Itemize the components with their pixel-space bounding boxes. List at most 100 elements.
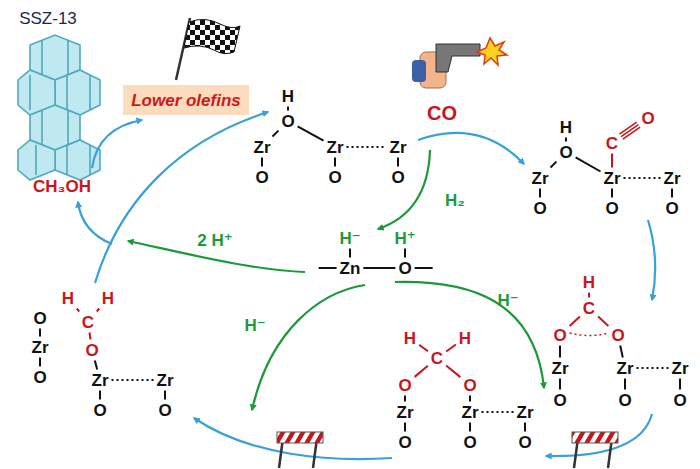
zeolite-cage <box>18 35 100 180</box>
bond-line <box>112 379 154 381</box>
atom-symbol: O <box>281 113 294 130</box>
atom-symbol: O <box>391 169 404 186</box>
bond-line <box>404 423 406 432</box>
atom-symbol: O <box>398 377 411 394</box>
atom-symbol: Zr <box>532 170 549 187</box>
atom-symbol: O <box>559 144 572 161</box>
atom-symbol: O <box>665 200 678 217</box>
atom-symbol: O <box>255 169 268 186</box>
bond-line <box>39 329 41 337</box>
bond-line <box>261 158 263 167</box>
hydrogen-species: H⁻ <box>497 292 518 309</box>
bond-line <box>77 309 80 312</box>
atom-symbol: O <box>533 200 546 217</box>
bond-line <box>446 365 460 377</box>
hydrogen-species: 2 H⁺ <box>197 232 232 249</box>
bond-line <box>334 158 336 167</box>
atom-symbol: Zr <box>397 404 414 421</box>
atom-symbol: O <box>93 402 106 419</box>
atom-symbol: O <box>398 434 411 451</box>
bond-line <box>347 146 387 148</box>
bond-line <box>623 127 640 139</box>
atom-symbol: O <box>85 342 98 359</box>
bond-line <box>99 391 101 400</box>
bond-line <box>469 423 471 432</box>
trigger-icon <box>412 38 507 88</box>
atom-symbol: H⁺ <box>394 230 415 247</box>
bond-line <box>570 317 580 327</box>
atom-symbol: Zr <box>517 404 534 421</box>
atom-symbol: Zr <box>254 139 271 156</box>
bond-line <box>611 154 613 168</box>
atom-symbol: O <box>553 392 566 409</box>
bond-line <box>419 345 428 351</box>
bond-line <box>397 158 399 167</box>
atom-symbol: H <box>459 330 471 347</box>
bond-line <box>598 317 608 327</box>
atom-symbol: O <box>158 402 171 419</box>
atom-symbol: Zr <box>462 404 479 421</box>
bond-line <box>97 309 100 312</box>
atom-symbol: O <box>605 200 618 217</box>
bond-line <box>624 379 626 390</box>
bond-line <box>637 367 669 369</box>
hydrogen-species: H⁻ <box>244 317 265 334</box>
atom-symbol: H <box>62 290 74 307</box>
bond-line <box>469 396 471 402</box>
bond-line <box>671 189 673 198</box>
bond-line <box>559 346 561 358</box>
hydrogen-species: H₂ <box>445 192 465 209</box>
atom-symbol: H <box>560 119 572 136</box>
atom-symbol: H <box>404 330 416 347</box>
atom-symbol: Zn <box>340 260 361 277</box>
bond-line <box>95 361 97 370</box>
atom-symbol: O <box>463 377 476 394</box>
atom-symbol: O <box>673 392 686 409</box>
atom-symbol: O <box>553 327 566 344</box>
bond-line <box>363 267 395 269</box>
finish-flag <box>176 18 240 80</box>
bond-line <box>39 358 41 367</box>
atom-symbol: Zr <box>327 139 344 156</box>
atom-symbol: Zr <box>672 360 689 377</box>
bond-line <box>620 346 623 358</box>
atom-symbol: H <box>583 274 595 291</box>
chemical-bonds <box>40 107 680 432</box>
product-box: Lower olefins <box>123 85 249 115</box>
bond-line <box>611 189 613 198</box>
bond-line <box>287 107 289 111</box>
bond-line <box>298 126 324 140</box>
atom-symbol: C <box>82 314 94 331</box>
product-label: CH₃OH <box>33 178 91 195</box>
bond-line <box>624 177 661 179</box>
atom-symbol: O <box>518 434 531 451</box>
atom-symbol: H <box>282 88 294 105</box>
bond-line <box>319 267 337 269</box>
bond-line <box>588 293 590 298</box>
reactant-label: CO <box>427 103 457 123</box>
bond-line <box>404 249 406 258</box>
zeolite-name: SSZ-13 <box>19 10 77 27</box>
atom-symbol: Zr <box>664 170 681 187</box>
atom-symbol: O <box>33 369 46 386</box>
bond-line <box>446 345 456 352</box>
energy-barrier <box>277 432 618 468</box>
atom-symbol: C <box>583 300 595 317</box>
bond-line <box>404 396 406 402</box>
box-text: Lower olefins <box>131 92 241 109</box>
atom-symbol: Zr <box>617 360 634 377</box>
hydrogen-arrow <box>128 150 544 410</box>
bond-line <box>559 379 561 390</box>
atom-symbol: Zr <box>552 360 569 377</box>
atom-symbol: Zr <box>32 339 49 356</box>
bond-line <box>524 423 526 432</box>
bond-line <box>415 366 428 377</box>
atom-symbol: O <box>398 260 411 277</box>
atom-symbol: C <box>431 350 443 367</box>
atom-symbol: H⁻ <box>339 230 360 247</box>
bond-line <box>273 131 279 137</box>
bond-line <box>679 379 681 390</box>
atom-symbol: H <box>102 290 114 307</box>
atom-symbol: O <box>618 392 631 409</box>
